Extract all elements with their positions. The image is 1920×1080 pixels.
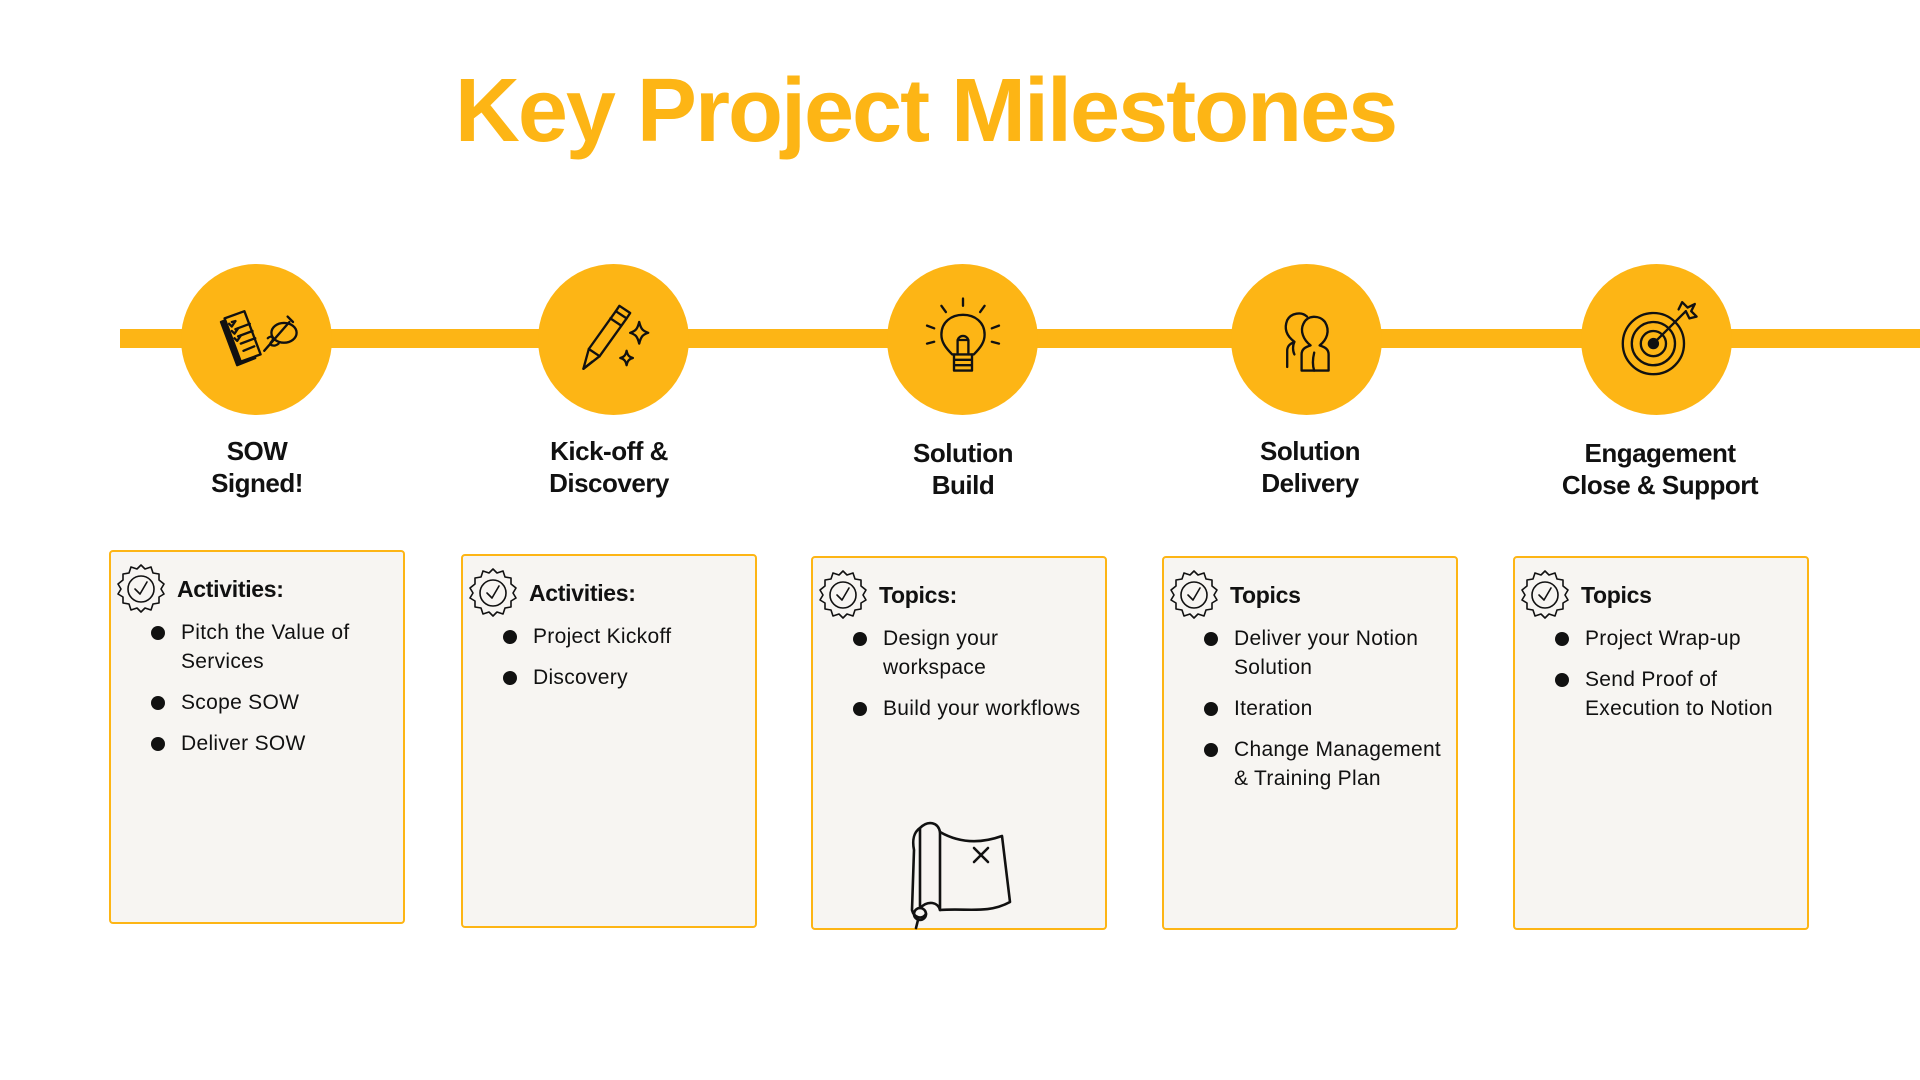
milestone-card-sow: Activities: Pitch the Value of Services … — [109, 550, 405, 924]
bullet-dot — [1204, 743, 1218, 757]
bullet-dot — [151, 696, 165, 710]
bullet-dot — [151, 626, 165, 640]
milestone-label-delivery: Solution Delivery — [1260, 436, 1360, 498]
card-heading: Topics — [1581, 582, 1652, 608]
bullet-dot — [503, 671, 517, 685]
bullet-dot — [1204, 632, 1218, 646]
milestone-circle-delivery — [1231, 264, 1382, 415]
milestone-card-delivery: Topics Deliver your Notion Solution Iter… — [1162, 556, 1458, 930]
list-item: Iteration — [1204, 694, 1444, 723]
milestone-label-build: Solution Build — [913, 438, 1013, 500]
card-heading: Topics: — [879, 582, 957, 608]
milestone-circle-kickoff — [538, 264, 689, 415]
pencil-sparkle-icon — [581, 304, 649, 370]
list-item: Deliver SOW — [151, 729, 391, 758]
milestone-circle-close — [1581, 264, 1732, 415]
list-item: Project Kickoff — [503, 622, 743, 651]
bullet-dot — [1204, 702, 1218, 716]
milestone-circle-sow — [181, 264, 332, 415]
milestone-label-sow: SOW Signed! — [211, 436, 303, 498]
list-item: Project Wrap-up — [1555, 624, 1795, 653]
signed-document-icon — [219, 309, 298, 366]
card-list: Design your workspace Build your workflo… — [853, 624, 1093, 735]
check-badge-icon — [1168, 568, 1220, 620]
people-icon — [1284, 311, 1330, 372]
bullet-dot — [1555, 632, 1569, 646]
milestone-label-close: Engagement Close & Support — [1561, 438, 1759, 500]
milestone-card-kickoff: Activities: Project Kickoff Discovery — [461, 554, 757, 928]
treasure-map-icon — [910, 821, 1012, 930]
list-item: Build your workflows — [853, 694, 1093, 723]
list-item: Scope SOW — [151, 688, 391, 717]
list-item: Design your workspace — [853, 624, 1093, 682]
page-title: Key Project Milestones — [454, 61, 1398, 161]
bullet-dot — [1555, 673, 1569, 687]
milestone-circle-build — [887, 264, 1038, 415]
milestone-label-kickoff: Kick-off & Discovery — [549, 436, 669, 498]
bullet-dot — [151, 737, 165, 751]
milestone-card-build: Topics: Design your workspace Build your… — [811, 556, 1107, 930]
check-badge-icon — [467, 566, 519, 618]
card-list: Project Kickoff Discovery — [503, 622, 743, 704]
check-badge-icon — [115, 562, 167, 614]
list-item: Deliver your Notion Solution — [1204, 624, 1444, 682]
card-heading: Topics — [1230, 582, 1301, 608]
card-heading: Activities: — [177, 576, 284, 602]
list-item: Pitch the Value of Services — [151, 618, 391, 676]
check-badge-icon — [817, 568, 869, 620]
check-badge-icon — [1519, 568, 1571, 620]
target-arrow-icon — [1621, 300, 1698, 375]
bullet-dot — [853, 632, 867, 646]
lightbulb-icon — [925, 296, 1000, 372]
list-item: Send Proof of Execution to Notion — [1555, 665, 1795, 723]
bullet-dot — [853, 702, 867, 716]
card-list: Deliver your Notion Solution Iteration C… — [1204, 624, 1444, 805]
card-list: Pitch the Value of Services Scope SOW De… — [151, 618, 391, 770]
milestone-card-close: Topics Project Wrap-up Send Proof of Exe… — [1513, 556, 1809, 930]
card-heading: Activities: — [529, 580, 636, 606]
list-item: Discovery — [503, 663, 743, 692]
card-list: Project Wrap-up Send Proof of Execution … — [1555, 624, 1795, 735]
list-item: Change Management & Training Plan — [1204, 735, 1444, 793]
bullet-dot — [503, 630, 517, 644]
